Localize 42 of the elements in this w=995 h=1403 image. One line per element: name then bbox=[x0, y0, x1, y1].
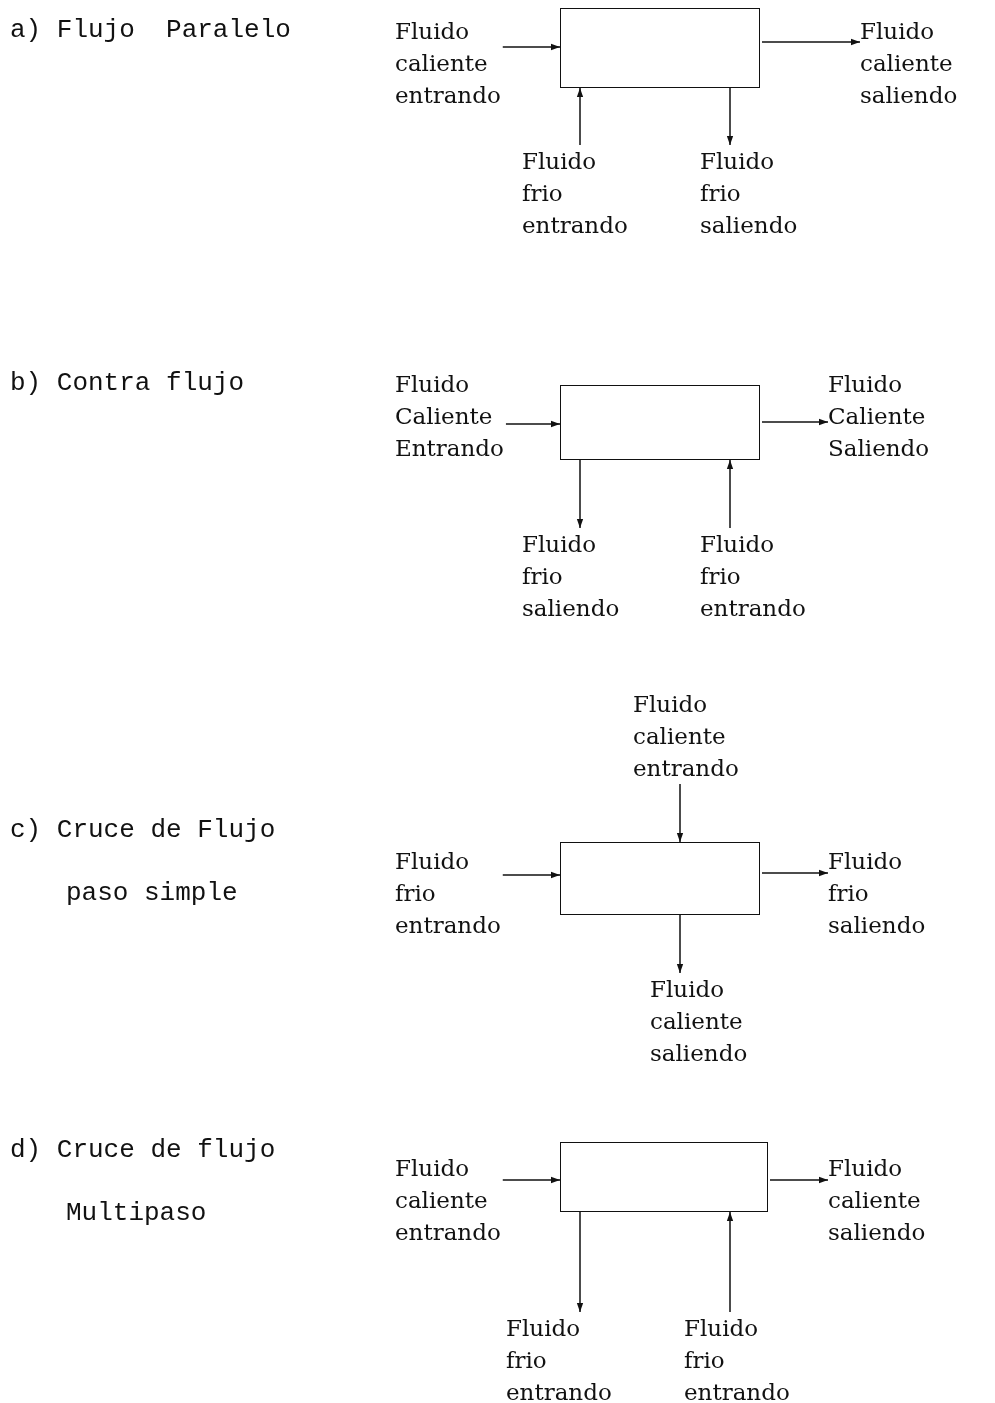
panel-label: Multipaso bbox=[66, 1198, 207, 1228]
arrow bbox=[502, 871, 561, 879]
arrow bbox=[761, 38, 861, 46]
flow-label: Fluido frio saliendo bbox=[828, 845, 926, 941]
arrow bbox=[576, 87, 584, 146]
flow-label: Fluido caliente saliendo bbox=[860, 15, 958, 111]
exchanger-box bbox=[560, 1142, 768, 1212]
arrow bbox=[576, 1211, 584, 1313]
panel-label: paso simple bbox=[66, 878, 238, 908]
panel-label: c) Cruce de Flujo bbox=[10, 815, 276, 845]
flow-label: Fluido caliente saliendo bbox=[828, 1152, 926, 1248]
arrow bbox=[505, 420, 561, 428]
flow-label: Fluido frio saliendo bbox=[700, 145, 798, 241]
arrow bbox=[726, 459, 734, 529]
flow-label: Fluido frio entrando bbox=[506, 1312, 612, 1403]
flow-label: Fluido frio entrando bbox=[684, 1312, 790, 1403]
flow-label: Fluido frio entrando bbox=[522, 145, 628, 241]
panel-label: a) Flujo Paralelo bbox=[10, 15, 291, 45]
flow-label: Fluido caliente entrando bbox=[633, 688, 739, 784]
flow-label: Fluido frio saliendo bbox=[522, 528, 620, 624]
arrow bbox=[761, 418, 829, 426]
flow-label: Fluido Caliente Saliendo bbox=[828, 368, 930, 464]
flow-label: Fluido frio entrando bbox=[700, 528, 806, 624]
arrow bbox=[576, 459, 584, 529]
arrow bbox=[761, 869, 829, 877]
exchanger-box bbox=[560, 385, 760, 460]
arrow bbox=[676, 914, 684, 974]
flow-label: Fluido caliente saliendo bbox=[650, 973, 748, 1069]
arrow bbox=[769, 1176, 829, 1184]
arrow bbox=[676, 783, 684, 843]
panel-label: b) Contra flujo bbox=[10, 368, 245, 398]
arrow bbox=[726, 87, 734, 146]
flow-label: Fluido Caliente Entrando bbox=[395, 368, 504, 464]
panel-label: d) Cruce de flujo bbox=[10, 1135, 276, 1165]
flow-label: Fluido caliente entrando bbox=[395, 15, 501, 111]
flow-label: Fluido frio entrando bbox=[395, 845, 501, 941]
arrow bbox=[502, 1176, 561, 1184]
exchanger-box bbox=[560, 842, 760, 915]
flow-label: Fluido caliente entrando bbox=[395, 1152, 501, 1248]
arrow bbox=[726, 1211, 734, 1313]
arrow bbox=[502, 43, 561, 51]
exchanger-box bbox=[560, 8, 760, 88]
